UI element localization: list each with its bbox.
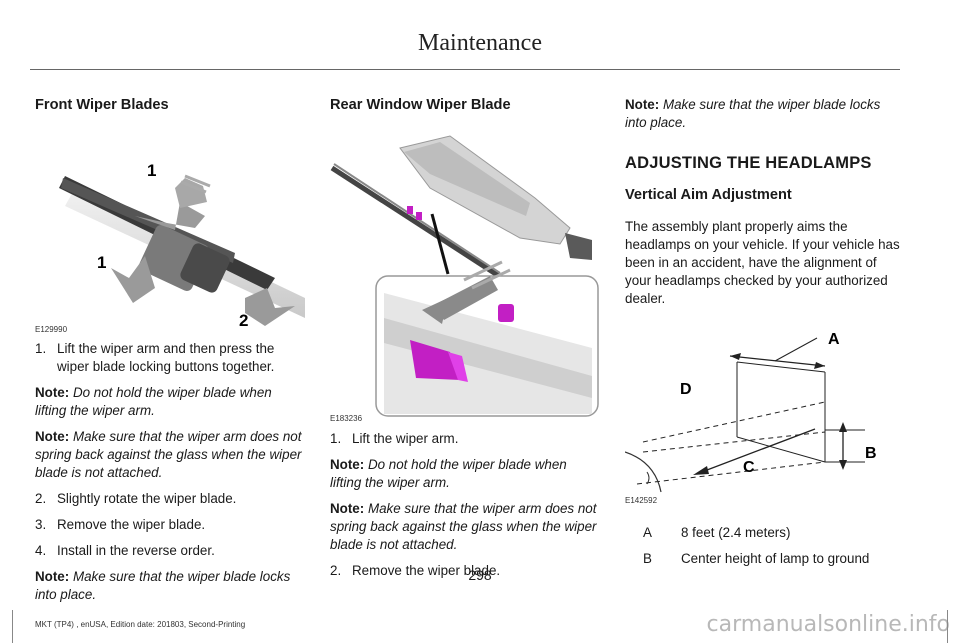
corner-mark-right — [947, 610, 948, 643]
step-text: Lift the wiper arm and then press the wi… — [57, 341, 275, 374]
step-number: 1. — [330, 431, 342, 446]
step-number: 2. — [35, 491, 47, 506]
front-figure-id: E129990 — [35, 325, 68, 334]
headlamp-aim-diagram: A B C D — [624, 331, 877, 493]
label-b: B — [865, 445, 877, 462]
step-number: 4. — [35, 543, 47, 558]
legend-row-a: A 8 feet (2.4 meters) — [625, 524, 900, 542]
column-front-wiper: Front Wiper Blades 1 1 2 E129990 — [35, 96, 305, 612]
watermark: carmanualsonline.info — [706, 612, 950, 637]
corner-mark-left — [12, 610, 13, 643]
step-text: Remove the wiper blade. — [352, 563, 501, 578]
front-step-3: 3. Remove the wiper blade. — [35, 516, 305, 534]
legend-row-b: B Center height of lamp to ground — [625, 550, 900, 568]
note-label: Note: — [35, 385, 70, 400]
header-divider — [30, 69, 900, 70]
front-step-2: 2. Slightly rotate the wiper blade. — [35, 490, 305, 508]
front-step-4: 4. Install in the reverse order. — [35, 542, 305, 560]
legend-value: 8 feet (2.4 meters) — [681, 525, 791, 540]
rear-figure-id: E183236 — [330, 414, 363, 423]
step-text: Install in the reverse order. — [57, 543, 215, 558]
legend-key: B — [643, 551, 652, 566]
front-note-3: Note: Make sure that the wiper blade loc… — [35, 568, 305, 604]
page-number: 298 — [468, 567, 492, 583]
label-d: D — [680, 381, 692, 398]
note-label: Note: — [35, 569, 70, 584]
headlamp-figure-id: E142592 — [625, 496, 658, 505]
label-c: C — [743, 459, 755, 476]
edition-info: MKT (TP4) , enUSA, Edition date: 201803,… — [35, 620, 246, 629]
front-note-1: Note: Do not hold the wiper blade when l… — [35, 384, 305, 420]
front-wiper-heading: Front Wiper Blades — [35, 97, 169, 113]
note-label: Note: — [625, 97, 660, 112]
headlamp-note-1: Note: Make sure that the wiper blade loc… — [625, 96, 900, 132]
headlamp-paragraph: The assembly plant properly aims the hea… — [625, 219, 900, 306]
note-text: Make sure that the wiper blade locks int… — [625, 97, 881, 130]
note-text: Do not hold the wiper blade when lifting… — [35, 385, 272, 418]
legend-key: A — [643, 525, 652, 540]
front-wiper-figure: 1 1 2 E129990 — [35, 128, 305, 334]
step-text: Remove the wiper blade. — [57, 517, 206, 532]
step-text: Slightly rotate the wiper blade. — [57, 491, 237, 506]
step-number: 2. — [330, 563, 342, 578]
headlamp-figure: A B C D E142592 — [624, 322, 900, 512]
adjusting-headlamps-heading: ADJUSTING THE HEADLAMPS — [625, 154, 872, 172]
page-header-title: Maintenance — [418, 30, 542, 56]
front-callout-2: 2 — [239, 311, 248, 328]
front-wiper-illustration: 1 1 2 — [35, 128, 305, 330]
rear-note-1: Note: Do not hold the wiper blade when l… — [330, 456, 600, 492]
note-text: Do not hold the wiper blade when lifting… — [330, 457, 567, 490]
front-callout-1-left: 1 — [97, 253, 106, 272]
column-headlamps: Note: Make sure that the wiper blade loc… — [624, 96, 900, 576]
front-note-2: Note: Make sure that the wiper arm does … — [35, 428, 305, 482]
label-a: A — [828, 331, 840, 348]
note-label: Note: — [35, 429, 70, 444]
step-number: 1. — [35, 341, 47, 356]
step-text: Lift the wiper arm. — [352, 431, 459, 446]
legend-value: Center height of lamp to ground — [681, 551, 870, 566]
rear-wiper-illustration — [330, 128, 600, 418]
front-callout-1-top: 1 — [147, 161, 156, 180]
note-label: Note: — [330, 501, 365, 516]
rear-wiper-figure: E183236 — [330, 128, 600, 423]
note-text: Make sure that the wiper arm does not sp… — [35, 429, 302, 480]
front-step-1: 1. Lift the wiper arm and then press the… — [35, 340, 305, 376]
note-label: Note: — [330, 457, 365, 472]
step-number: 3. — [35, 517, 47, 532]
vertical-aim-heading: Vertical Aim Adjustment — [625, 187, 792, 203]
rear-step-2: 2. Remove the wiper blade. — [330, 562, 600, 580]
rear-note-2: Note: Make sure that the wiper arm does … — [330, 500, 600, 554]
note-text: Make sure that the wiper arm does not sp… — [330, 501, 597, 552]
rear-step-1: 1. Lift the wiper arm. — [330, 430, 600, 448]
note-text: Make sure that the wiper blade locks int… — [35, 569, 291, 602]
column-rear-wiper: Rear Window Wiper Blade E183236 1. L — [330, 96, 600, 588]
rear-wiper-heading: Rear Window Wiper Blade — [330, 97, 511, 113]
